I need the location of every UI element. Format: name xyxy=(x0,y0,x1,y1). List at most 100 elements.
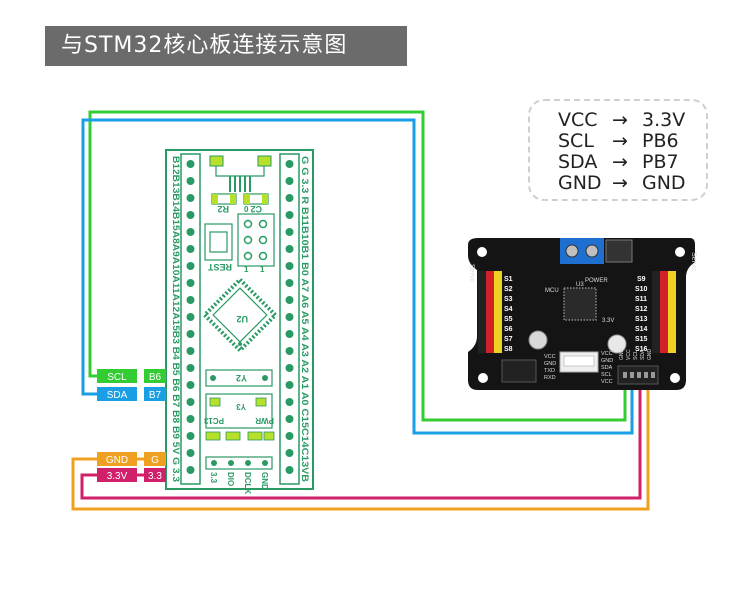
channel-s8: S8 xyxy=(504,346,513,353)
channel-s15: S15 xyxy=(635,336,648,343)
swd-pin-2: DIO xyxy=(226,472,235,486)
mapping-left: SCL xyxy=(558,130,594,152)
c2-label: C2 xyxy=(250,204,262,214)
stm32-board: B12B13B14B15A8A9A10A11A12A15B3 B4 B5 B6 … xyxy=(165,149,314,494)
servo-label-right: Servo xyxy=(690,252,697,270)
gnd-pin-label: G xyxy=(151,455,159,466)
mcu-label: MCU xyxy=(545,288,559,294)
channel-s4: S4 xyxy=(504,306,513,313)
mount-hole xyxy=(675,247,685,257)
servo-board: Servo Servo POWER 3.3V MCU U3 S1 S2 xyxy=(468,238,697,390)
arrow-right-icon: → xyxy=(612,109,628,131)
scl-pin-label: B6 xyxy=(149,372,162,383)
pc13-label: PC13 xyxy=(203,416,224,425)
mount-hole xyxy=(478,373,488,383)
v33-board-label: 3.3V xyxy=(602,318,614,324)
arrow-right-icon: → xyxy=(612,130,628,152)
crystal-y2: Y2 xyxy=(205,369,273,387)
mapping-left: GND xyxy=(558,172,602,194)
channel-s11: S11 xyxy=(635,296,647,303)
header-label-gnd: GND xyxy=(619,349,625,361)
scl-tag: SCL B6 xyxy=(97,369,166,383)
right-header-pins xyxy=(285,160,294,474)
left-pin-gnd: GND xyxy=(544,361,556,367)
left-header-pins xyxy=(186,160,195,474)
capacitor xyxy=(528,330,548,350)
wire-sda-blue xyxy=(81,118,634,435)
mcu-u2: U2 xyxy=(201,276,279,354)
sda-tag: SDA B7 xyxy=(97,387,166,401)
y3-label: Y3 xyxy=(236,402,246,411)
pin-mapping-legend: VCC → 3.3V SCL → PB6 SDA → PB7 GND → GND xyxy=(528,99,708,201)
scl-signal-label: SCL xyxy=(107,372,127,383)
crystal-y3-leds: Y3 PC13 PWR xyxy=(203,393,275,441)
gnd-signal-label: GND xyxy=(106,455,128,466)
wire-scl-green xyxy=(88,110,627,422)
mapping-right: PB7 xyxy=(642,151,679,173)
gnd-tag: GND G xyxy=(97,452,166,466)
mapping-left: VCC xyxy=(558,109,598,131)
swd-pin-1: 3.3 xyxy=(209,472,218,484)
jumper-label-0: 0 xyxy=(244,205,249,214)
left-pin-txd: TXD xyxy=(544,368,555,374)
mount-hole xyxy=(670,373,680,383)
mapping-right: GND xyxy=(642,172,686,194)
channel-s14: S14 xyxy=(635,326,648,333)
usb-connector xyxy=(209,155,272,192)
arrow-right-icon: → xyxy=(612,172,628,194)
channel-s1: S1 xyxy=(504,276,513,283)
wire-gnd-orange xyxy=(71,388,650,511)
v33-tag: 3.3V 3.3 xyxy=(97,468,166,482)
pwr-label: PWR xyxy=(255,416,274,425)
arrow-right-icon: → xyxy=(612,151,628,173)
servo-header-left xyxy=(478,271,502,353)
right-pin-sda: SDA xyxy=(601,365,613,371)
jumper-label-1: 1 xyxy=(260,265,265,274)
channel-s12: S12 xyxy=(635,306,648,313)
rest-label: REST xyxy=(207,262,232,272)
header-label-gnd2: GND xyxy=(647,349,653,361)
u2-label: U2 xyxy=(236,314,248,324)
servo-header-right xyxy=(652,271,676,353)
page-title: 与STM32核心板连接示意图 xyxy=(45,26,407,66)
right-pin-scl: SCL xyxy=(601,372,612,378)
terminal-screw xyxy=(585,244,599,258)
sda-signal-label: SDA xyxy=(107,390,128,401)
v33-pin-label: 3.3 xyxy=(148,471,162,482)
sda-pin-label: B7 xyxy=(149,390,162,401)
swd-pin-3: DCLK xyxy=(243,472,252,494)
regulator-chip xyxy=(605,239,633,263)
channel-s7: S7 xyxy=(504,336,513,343)
terminal-screw xyxy=(565,244,579,258)
u3-label: U3 xyxy=(576,282,584,288)
mapping-right: 3.3V xyxy=(642,109,686,131)
boot-jumpers: 0 1 1 xyxy=(237,205,275,274)
v33-signal-label: 3.3V xyxy=(107,471,128,482)
mapping-right: PB6 xyxy=(642,130,679,152)
header-label-vcc: VCC xyxy=(626,349,632,360)
channel-s10: S10 xyxy=(635,286,648,293)
swd-header: 3.3 DIO DCLK GND xyxy=(205,456,273,494)
power-label: POWER xyxy=(585,278,608,284)
right-pin-vcc: VCC xyxy=(601,351,613,357)
header-label-sda: SDA xyxy=(640,349,646,360)
channel-s9: S9 xyxy=(637,276,646,283)
channel-s5: S5 xyxy=(504,316,513,323)
mount-hole xyxy=(477,247,487,257)
channel-s6: S6 xyxy=(504,326,513,333)
left-pin-vcc: VCC xyxy=(544,354,556,360)
r2-label: R2 xyxy=(217,204,229,214)
right-header-label: G G 3.3 R B11B10B1 B0 A7 A6 A5 A4 A3 A2 … xyxy=(299,156,310,482)
channel-s16: S16 xyxy=(635,346,648,353)
capacitor xyxy=(607,334,627,354)
reset-button: REST xyxy=(204,223,233,272)
y2-label: Y2 xyxy=(236,373,247,383)
jumper-label-1b: 1 xyxy=(244,265,249,274)
r2-c2-components: R2 C2 xyxy=(211,193,269,214)
servo-label-left: Servo xyxy=(468,264,475,282)
pca-chip xyxy=(563,287,597,321)
mapping-left: SDA xyxy=(558,151,598,173)
header-label-scl: SCL xyxy=(633,350,639,360)
left-pin-rxd: RXD xyxy=(544,375,556,381)
